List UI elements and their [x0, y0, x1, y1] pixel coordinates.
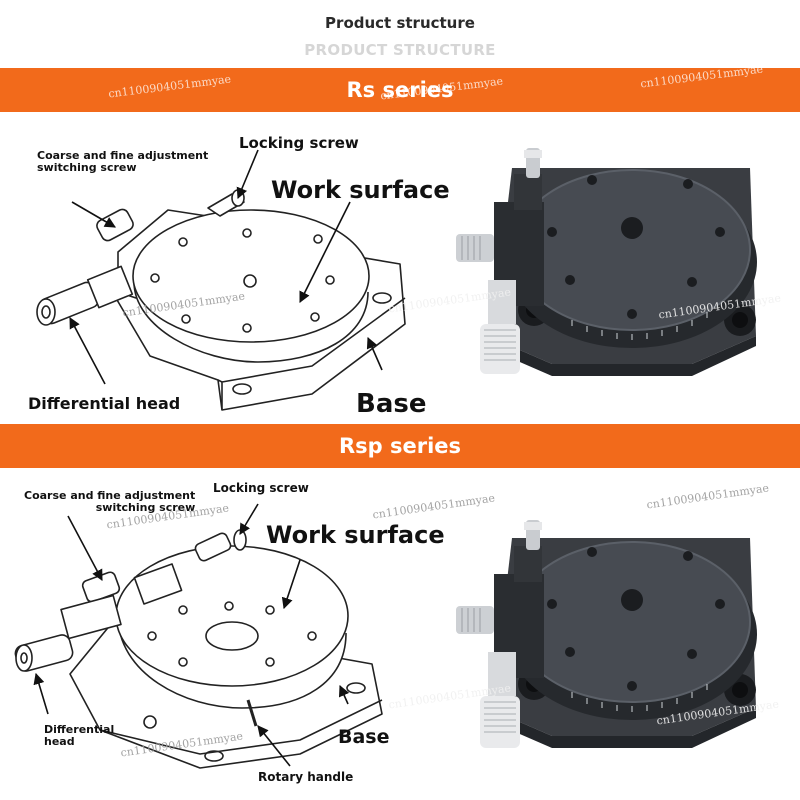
label-adjust-screw: Coarse and fine adjustment switching scr…: [37, 149, 209, 174]
rs-product-photo: [456, 148, 757, 376]
series-banner-rs: Rs series: [0, 68, 800, 112]
page-subtitle: PRODUCT STRUCTURE: [304, 41, 496, 59]
label-differential-head: Differential head: [28, 394, 181, 413]
series-title-rs: Rs series: [346, 78, 454, 102]
label-base: Base: [338, 726, 390, 748]
series-banner-rsp: Rsp series: [0, 424, 800, 468]
label-work-surface: Work surface: [271, 176, 450, 204]
rsp-product-photo: [456, 520, 757, 748]
label-base: Base: [356, 389, 427, 419]
label-rotary-handle: Rotary handle: [258, 770, 354, 784]
label-locking-screw: Locking screw: [213, 481, 309, 495]
label-differential-head: Differential head: [44, 723, 115, 748]
rsp-structure-drawing: [14, 503, 383, 769]
label-adjust-screw: Coarse and fine adjustment switching scr…: [24, 489, 196, 514]
watermark: cn1100904051mmyae: [645, 481, 770, 512]
series-title-rsp: Rsp series: [338, 434, 462, 458]
label-locking-screw: Locking screw: [239, 134, 359, 152]
rs-structure-drawing: [36, 149, 406, 411]
page-title: Product structure: [325, 14, 475, 32]
label-work-surface: Work surface: [266, 521, 445, 549]
